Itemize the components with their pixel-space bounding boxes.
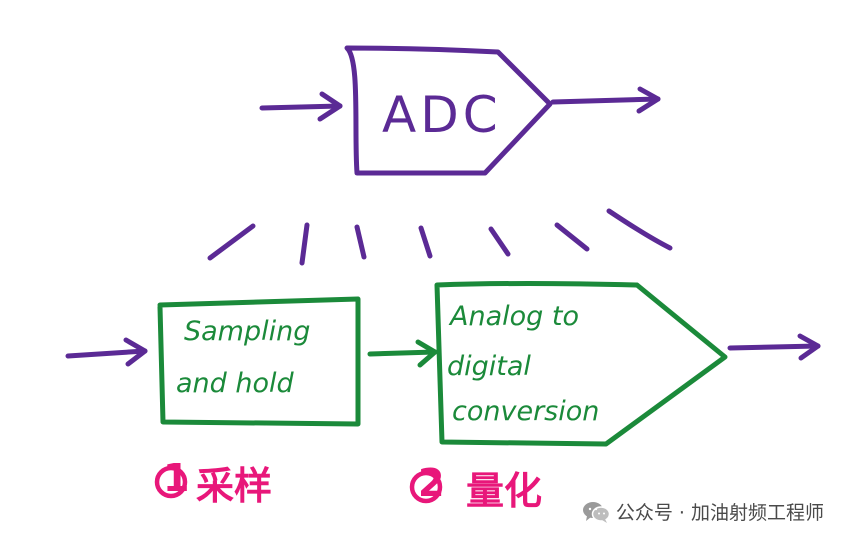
step1-circle bbox=[154, 465, 188, 499]
step1-number: 1 bbox=[163, 456, 189, 500]
step2-number: 2 bbox=[418, 461, 444, 505]
output-arrow bbox=[727, 333, 821, 361]
sampling-label-line2: and hold bbox=[176, 368, 295, 399]
step2-text: 量化 bbox=[466, 469, 542, 513]
conversion-label-line2: digital bbox=[447, 351, 531, 382]
conversion-label-line3: conversion bbox=[452, 396, 599, 427]
step1-text: 采样 bbox=[196, 464, 272, 508]
expansion-lines bbox=[207, 208, 673, 266]
sampling-block: Sampling and hold bbox=[157, 296, 361, 427]
sampling-label-line1: Sampling bbox=[184, 316, 310, 347]
conversion-label-line1: Analog to bbox=[448, 301, 579, 332]
wechat-icon bbox=[582, 501, 610, 523]
input-arrow bbox=[65, 337, 148, 367]
step2-annotation: 2 量化 bbox=[409, 461, 542, 513]
watermark-text: 公众号 · 加油射频工程师 bbox=[615, 502, 824, 524]
adc-label: ADC bbox=[382, 86, 502, 144]
conversion-block: Analog to digital conversion bbox=[434, 281, 728, 447]
watermark: 公众号 · 加油射频工程师 bbox=[582, 498, 824, 525]
connect-arrow bbox=[367, 339, 438, 368]
step2-circle bbox=[409, 470, 443, 504]
adc-block: ADC bbox=[259, 45, 661, 176]
step1-annotation: 1 采样 bbox=[154, 456, 272, 508]
